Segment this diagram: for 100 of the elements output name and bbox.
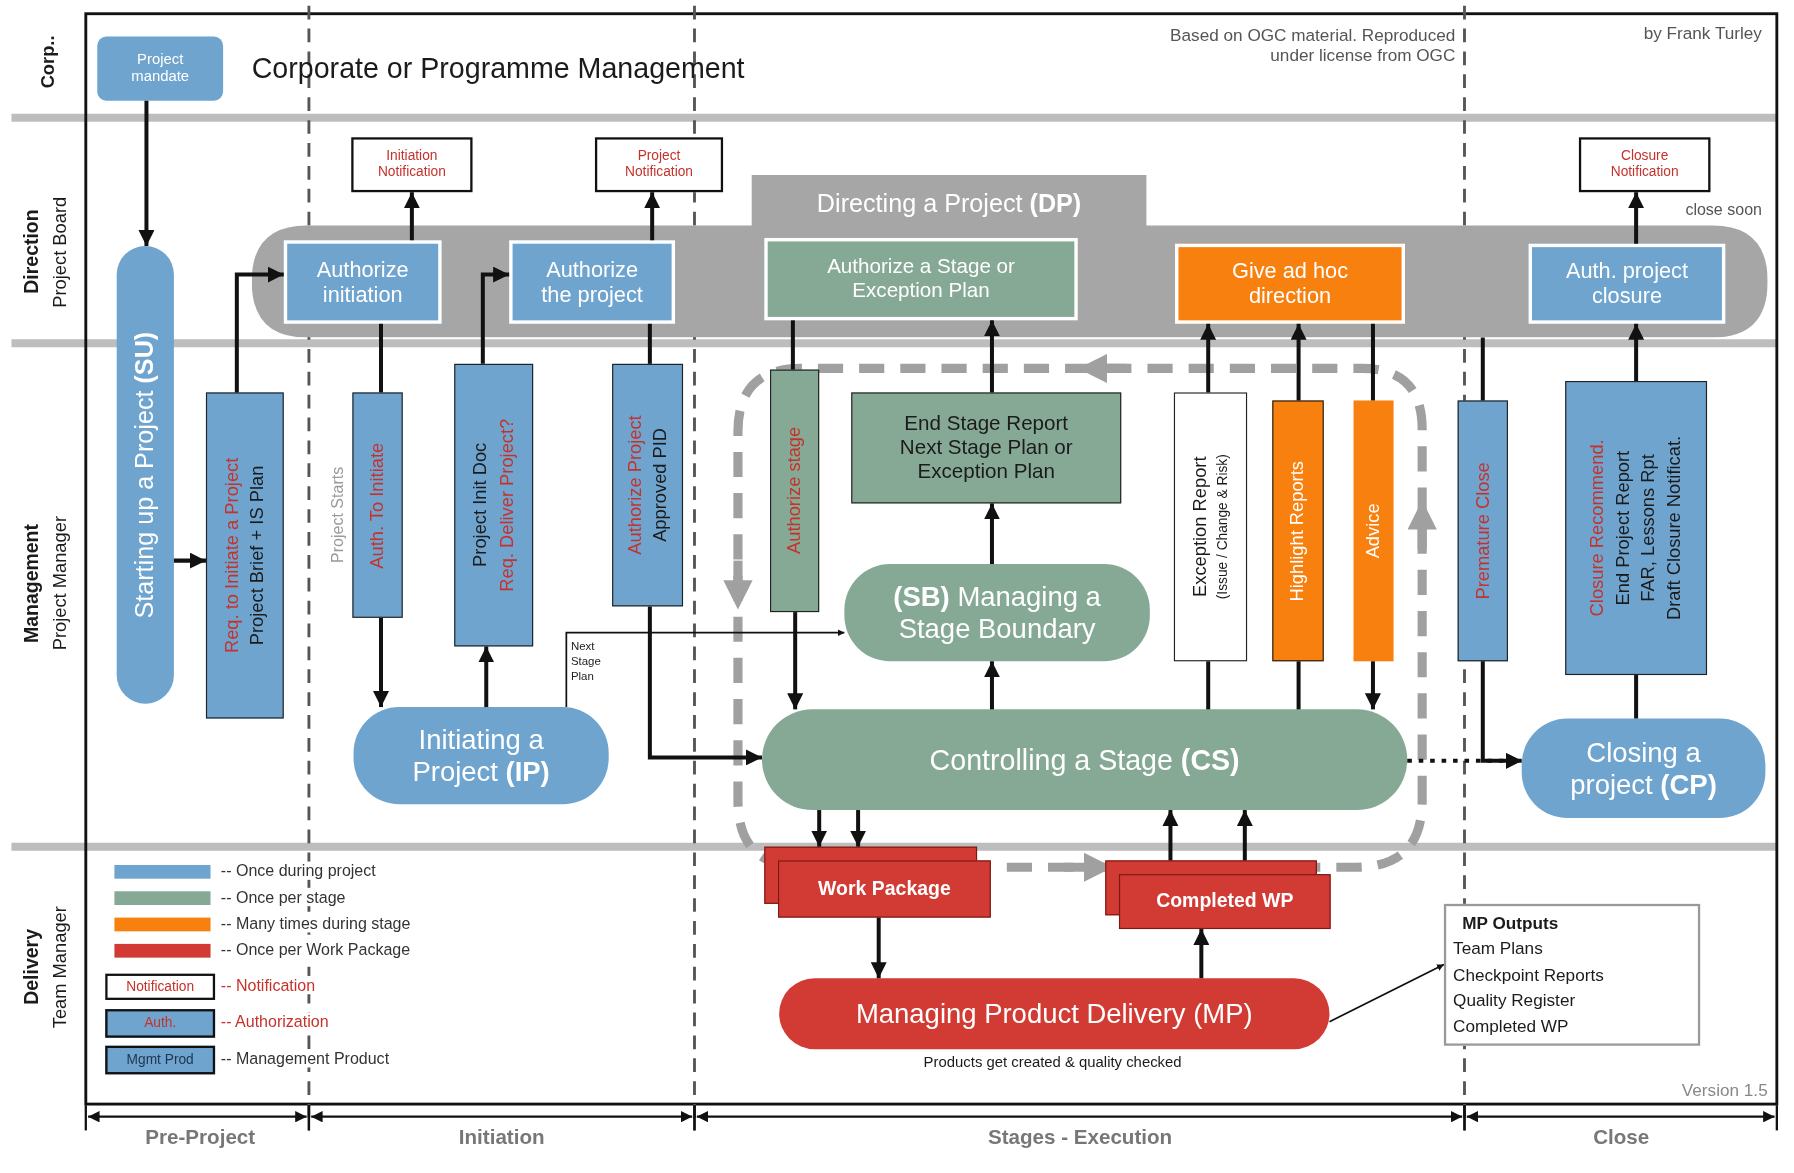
arrow [983,661,1000,710]
node-label: Project Brief + IS Plan [247,465,268,646]
connector-line [647,323,652,364]
activity-box [764,238,1078,321]
phase-label: Close [1592,1125,1651,1151]
lane-label: Team Manager [50,905,71,1028]
lane-label: Project Board [50,196,71,308]
lane-label: Direction [20,209,44,294]
arrow [1364,661,1381,710]
arrow [983,320,1000,393]
stacked-box [1105,860,1331,930]
node-label: Completed WP [1156,890,1294,913]
product-box [1565,381,1708,676]
arrow [787,612,804,710]
node-label: Project mandate [130,51,191,86]
arrow [1628,192,1645,244]
connector-line [1206,661,1211,710]
node-label: Req. to Initiate a Project [221,457,243,654]
legend-text: -- Notification [220,975,316,995]
connector-line [1370,323,1375,401]
product-box [1353,400,1394,662]
arrow [850,810,867,847]
arrow [811,810,828,847]
node-label: FAR, Lessons Rpt [1638,454,1659,602]
arrow [138,100,155,246]
stacked-box [764,846,991,918]
legend-sample: Auth. [105,1009,216,1038]
node-label: Approved PID [649,428,671,543]
arrow [1193,929,1210,979]
node-label: Authorize a Stage or Exception Plan [826,255,1016,303]
legend-sample: Notification [105,973,216,1000]
arrow [983,503,1000,565]
phase-label: Stages - Execution [986,1125,1174,1151]
node-label: Work Package [818,877,951,901]
credit-text: by Frank Turley [1642,22,1762,45]
arrow [644,192,661,241]
node-label: Advice [1363,503,1384,559]
connector-line [379,323,383,393]
legend-text: -- Management Product [220,1049,390,1068]
output-list-box [1443,903,1701,1046]
process-band [251,175,1768,338]
node-label: (SB) Managing a Stage Boundary [892,581,1102,645]
arrow [478,646,495,708]
node-label: Checkpoint Reports [1453,963,1604,986]
node-label: Exception Report [1189,456,1211,598]
product-box [1173,392,1248,662]
activity-box [283,240,442,324]
version-label: Version 1.5 [1680,1080,1768,1102]
node-label: Closure Notification [1609,148,1680,181]
node-caption: Products get created & quality checked [922,1054,1183,1072]
notification-box [351,137,473,193]
process-pill [116,246,174,704]
lane-label: Corp.. [37,35,59,89]
legend-sample: Mgmt Prod [105,1045,216,1075]
node-label: (Issue / Change & Risk) [1215,454,1232,600]
legend-text: -- Once during project [220,861,376,880]
arrow [565,629,846,708]
node-label: Give ad hoc direction [1231,258,1349,309]
node-label: Managing Product Delivery (MP) [855,997,1253,1030]
connector-line [1296,661,1301,710]
product-box [1272,400,1324,662]
lane-label: Delivery [20,928,44,1005]
lane-label: Project Manager [50,516,71,651]
phase-label: Pre-Project [144,1125,257,1151]
lane-label: Management [20,524,44,643]
phase-label: Initiation [457,1125,546,1151]
activity-box [509,240,676,324]
node-label: Highlight Reports [1287,460,1308,602]
arrow [1407,752,1522,769]
node-label: Initiating a Project (IP) [411,724,551,788]
node-label: Team Plans [1453,937,1543,960]
arrow [1200,323,1217,393]
node-label: Req. Deliver Project? [496,418,517,592]
node-label: Directing a Project (DP) [816,189,1082,219]
arrow [1628,323,1645,381]
legend-text: -- Many times during stage [220,914,411,933]
product-box [205,392,284,719]
node-label: Initiation Notification [376,148,447,181]
arrow [373,617,389,708]
node-label: Closure Recommend. [1587,439,1608,617]
node-label: Auth. project closure [1564,258,1689,309]
arrow [1328,963,1445,1023]
activity-box [1175,243,1405,324]
node-label: Authorize initiation [315,257,410,307]
node-label: Authorize stage [784,427,805,555]
node-label: Auth. To Initiate [367,442,388,569]
node-label: Project Notification [624,148,694,181]
node-label: Premature Close [1472,462,1493,600]
lane-heading: Corporate or Programme Management [251,51,746,86]
node-label: Closing a project (CP) [1569,736,1718,800]
node-label: End Project Report [1612,450,1634,606]
arrow [234,266,284,393]
node-label: Authorize the project [540,257,644,307]
activity-box [1528,243,1726,324]
product-box [454,363,534,647]
connector-line [1634,675,1639,719]
lane-label: Project Starts [328,466,347,563]
arrow [1162,810,1179,861]
legend-text: -- Once per Work Package [220,940,411,959]
notification-box [594,137,724,193]
